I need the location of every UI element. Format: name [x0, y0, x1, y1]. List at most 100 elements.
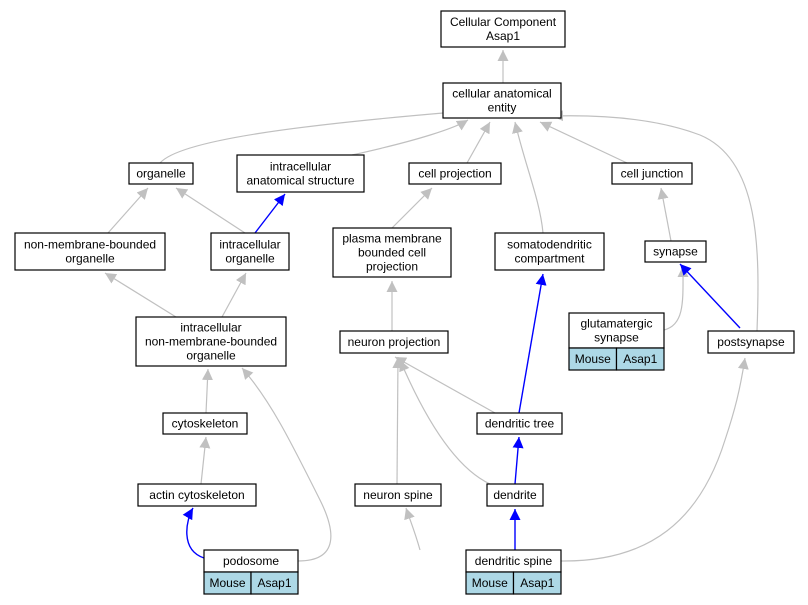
- node-label: entity: [488, 101, 517, 115]
- node-box: [162, 412, 248, 435]
- node-label: organelle: [186, 349, 236, 363]
- node-label: organelle: [136, 167, 186, 181]
- node-label: plasma membrane: [342, 232, 442, 246]
- node-label: cellular anatomical: [452, 87, 551, 101]
- edge-glutamatergic-synapse-to-synapse: [663, 265, 689, 331]
- edge-cell-junction-to-cellular-anatomical-entity: [539, 121, 628, 164]
- node-label: organelle: [65, 252, 115, 266]
- annotation-gene-cell: [250, 571, 299, 595]
- edge-postsynapse-to-synapse: [679, 263, 741, 329]
- node-label: organelle: [225, 252, 275, 266]
- node-label: anatomical structure: [246, 174, 354, 188]
- node-box: [128, 162, 194, 185]
- node-intracellular-non-membrane-bounded-organelle[interactable]: intracellularnon-membrane-boundedorganel…: [135, 316, 287, 367]
- node-label: dendritic tree: [485, 417, 555, 431]
- node-label: compartment: [514, 252, 585, 266]
- node-box: [707, 330, 795, 354]
- node-box: [494, 232, 605, 271]
- node-label: projection: [366, 260, 418, 274]
- node-label: intracellular: [219, 238, 280, 252]
- node-label: synapse: [594, 331, 639, 345]
- node-box: [568, 312, 665, 349]
- node-box: [476, 412, 563, 435]
- node-box: [440, 10, 566, 48]
- annotation-gene: Asap1: [257, 576, 291, 590]
- edge-dendrite-to-dendritic-tree: [512, 436, 524, 485]
- node-label: cytoskeleton: [172, 417, 239, 431]
- annotation-organism: Mouse: [209, 576, 245, 590]
- node-label: podosome: [223, 554, 279, 568]
- node-cell-junction[interactable]: cell junction: [611, 162, 693, 185]
- node-box: [644, 240, 707, 263]
- edge-cytoskeleton-to-intracellular-non-membrane-bounded-organelle: [202, 368, 213, 414]
- node-label: dendritic spine: [475, 554, 553, 568]
- node-label: neuron spine: [363, 488, 433, 502]
- edge-dendritic-spine-to-postsynapse: [560, 357, 749, 562]
- edge-intracellular-anatomical-structure-to-cellular-anatomical-entity: [351, 119, 469, 156]
- edge-intracellular-organelle-to-intracellular-anatomical-structure: [254, 193, 286, 234]
- edge-organelle-to-cellular-anatomical-entity: [159, 107, 456, 164]
- node-label: non-membrane-bounded: [24, 238, 156, 252]
- node-box: [135, 316, 287, 367]
- node-box: [354, 483, 442, 507]
- node-box: [486, 483, 544, 507]
- annotation-gene-cell: [512, 571, 562, 595]
- node-label: neuron projection: [348, 335, 441, 349]
- node-label: cell projection: [418, 167, 491, 181]
- node-cell-projection[interactable]: cell projection: [408, 162, 502, 185]
- node-synapse[interactable]: synapse: [644, 240, 707, 263]
- node-label: dendrite: [493, 488, 537, 502]
- annotation-gene-cell: [615, 347, 665, 371]
- edge-intracellular-non-membrane-bounded-organelle-to-intracellular-organelle: [221, 272, 247, 318]
- edge-intracellular-organelle-to-organelle: [175, 187, 246, 234]
- node-organelle[interactable]: organelle: [128, 162, 194, 185]
- node-label: intracellular: [270, 160, 331, 174]
- annotation-gene: Asap1: [520, 576, 554, 590]
- edge-intracellular-non-membrane-bounded-organelle-to-non-membrane-bounded-organelle: [104, 272, 177, 318]
- edge-dendrite-to-neuron-projection: [399, 359, 491, 485]
- node-cytoskeleton[interactable]: cytoskeleton: [162, 412, 248, 435]
- node-box: [442, 82, 562, 119]
- node-label: cell junction: [621, 167, 684, 181]
- edge-neuron-spine-to-neuron-projection: [392, 356, 404, 485]
- node-label: Cellular Component: [450, 15, 557, 29]
- edge-postsynapse-to-cellular-anatomical-entity: [551, 110, 759, 332]
- node-neuron-spine[interactable]: neuron spine: [354, 483, 442, 507]
- node-dendritic-tree[interactable]: dendritic tree: [476, 412, 563, 435]
- edge-non-membrane-bounded-organelle-to-organelle: [107, 187, 149, 234]
- node-dendrite[interactable]: dendrite: [486, 483, 544, 507]
- edge-podosome-to-intracellular-non-membrane-bounded-organelle: [241, 367, 332, 562]
- node-label: synapse: [653, 245, 698, 259]
- edge-dendritic-spine-to-neuron-spine: [404, 507, 421, 551]
- node-box: [137, 483, 257, 507]
- node-box: [408, 162, 502, 185]
- node-label: somatodendritic: [507, 238, 592, 252]
- annotation-organism: Mouse: [472, 576, 508, 590]
- edge-synapse-to-cell-junction: [657, 187, 672, 242]
- node-postsynapse[interactable]: postsynapse: [707, 330, 795, 354]
- node-label: non-membrane-bounded: [145, 335, 277, 349]
- edges-layer: [104, 50, 759, 562]
- node-box: [236, 154, 365, 193]
- edge-dendritic-tree-to-neuron-projection: [394, 356, 496, 414]
- node-actin-cytoskeleton[interactable]: actin cytoskeleton: [137, 483, 257, 507]
- edge-plasma-membrane-bounded-cell-projection-to-cell-projection: [391, 187, 433, 229]
- node-box: [14, 232, 166, 271]
- node-box: [339, 330, 449, 354]
- node-neuron-projection[interactable]: neuron projection: [339, 330, 449, 354]
- edge-dendritic-tree-to-somatodendritic-compartment: [518, 273, 547, 414]
- node-label: intracellular: [180, 321, 241, 335]
- edge-cell-projection-to-cellular-anatomical-entity: [466, 121, 491, 164]
- node-label: Asap1: [486, 29, 520, 43]
